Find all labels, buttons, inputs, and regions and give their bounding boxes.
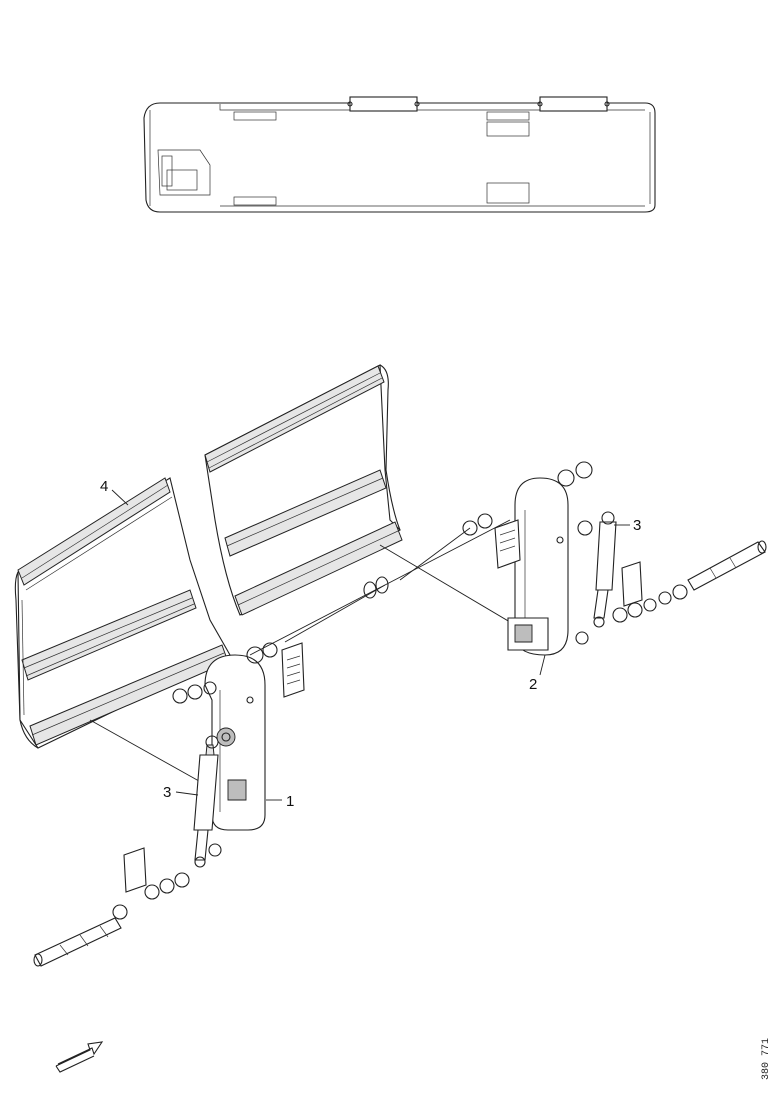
bus-top-view-icon [143,96,656,213]
forward-arrow-icon [55,1041,104,1073]
callout-label-2: 2 [529,676,537,693]
pin-front [33,917,122,967]
bracket-part-1 [204,654,266,831]
callout-part-2: 2 [529,654,546,693]
hardware-front-upper [172,681,236,747]
hardware-front-lower [112,843,222,920]
bracket-part-2 [507,477,569,656]
overview-highlight-front [349,96,418,112]
hardware-front-mid [246,576,389,698]
callout-label-4: 4 [100,478,108,495]
gas-strut-right [593,511,617,628]
callout-label-1: 1 [286,793,294,810]
rail-panel-right [204,364,403,616]
callout-part-4: 4 [100,478,129,506]
callout-part-3-right: 3 [614,517,641,534]
pin-rear [687,540,767,591]
callout-label-3-left: 3 [163,784,171,801]
document-number: 380 771 [761,1038,772,1080]
callout-label-3-right: 3 [633,517,641,534]
callout-part-1: 1 [266,793,294,810]
overview-highlight-rear [539,96,608,112]
rail-panel-left [14,477,231,749]
hardware-rear-lower [575,520,688,645]
callout-part-3-left: 3 [163,784,199,801]
gas-strut-left [193,735,219,868]
hardware-rear-upper [399,461,593,581]
